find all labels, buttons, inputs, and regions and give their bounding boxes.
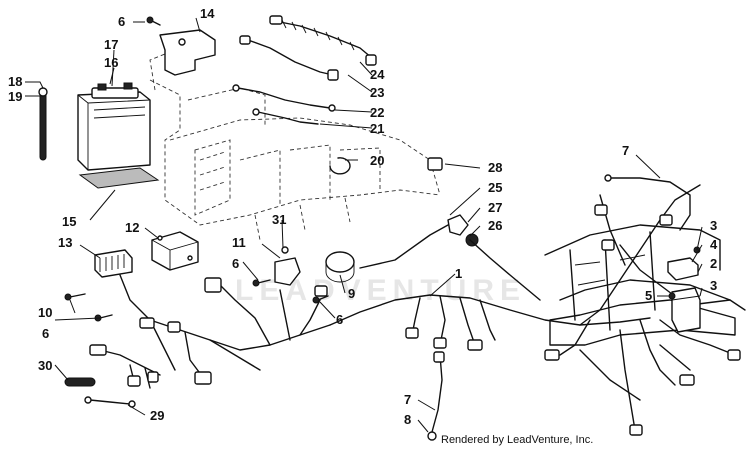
callout-27: 27 [488,200,502,215]
callout-20: 20 [370,153,384,168]
callout-22: 22 [370,105,384,120]
callout-6-center: 6 [336,312,343,327]
regulator-cover [667,257,699,281]
callout-15: 15 [62,214,76,229]
frame-outline [149,49,441,241]
callout-5: 5 [645,288,652,303]
hardware-screws [64,279,329,322]
fuse-holder [427,157,443,171]
callout-18: 18 [8,74,22,89]
callout-12: 12 [125,220,139,235]
callout-30: 30 [38,358,52,373]
callout-labels: 1 2 3 3 4 5 6 6 6 6 7 7 8 9 10 11 12 13 … [8,6,718,427]
relay [94,249,133,278]
callout-7-bottom: 7 [404,392,411,407]
callout-28: 28 [488,160,502,175]
callout-14: 14 [200,6,215,21]
battery-pad [78,167,160,189]
ground-wire [232,84,336,112]
callout-6-left: 6 [42,326,49,341]
leader-lines [25,17,703,433]
rear-frame [544,224,746,401]
lead-wire [252,108,319,125]
callout-6-solenoid: 6 [232,256,239,271]
callout-3-bottom: 3 [710,278,717,293]
starter-solenoid [274,246,301,286]
battery-bracket [146,16,216,76]
callout-2: 2 [710,256,717,271]
callout-24: 24 [370,67,385,82]
callout-7-top: 7 [622,143,629,158]
callout-3-top: 3 [710,218,717,233]
ignition-coil [325,251,355,283]
callout-19: 19 [8,89,22,104]
callout-4: 4 [710,237,718,252]
battery-cable-negative [239,35,339,81]
battery [77,82,151,171]
voltage-regulator [671,287,701,333]
callout-13: 13 [58,235,72,250]
sub-harness-top [604,174,691,231]
main-harness-right [329,184,741,436]
callout-31: 31 [272,212,286,227]
retaining-clip [329,157,351,175]
callout-23: 23 [370,85,384,100]
battery-cable-positive [269,15,377,66]
callout-9: 9 [348,286,355,301]
callout-21: 21 [370,121,384,136]
wire-loop [64,377,136,408]
main-harness-left [89,274,331,389]
callout-16: 16 [104,55,118,70]
callout-11: 11 [232,235,246,250]
callout-25: 25 [488,180,502,195]
battery-strap [38,87,48,161]
credit-text: Rendered by LeadVenture, Inc. [441,434,593,446]
cdi-module [151,231,199,271]
callout-6-bracket: 6 [118,14,125,29]
ignition-switch [447,214,479,247]
sub-harness-bottom [427,351,445,441]
callout-26: 26 [488,218,502,233]
callout-1: 1 [455,266,462,281]
callout-17: 17 [104,37,118,52]
callout-8: 8 [404,412,411,427]
callout-10: 10 [38,305,52,320]
callout-29: 29 [150,408,164,423]
